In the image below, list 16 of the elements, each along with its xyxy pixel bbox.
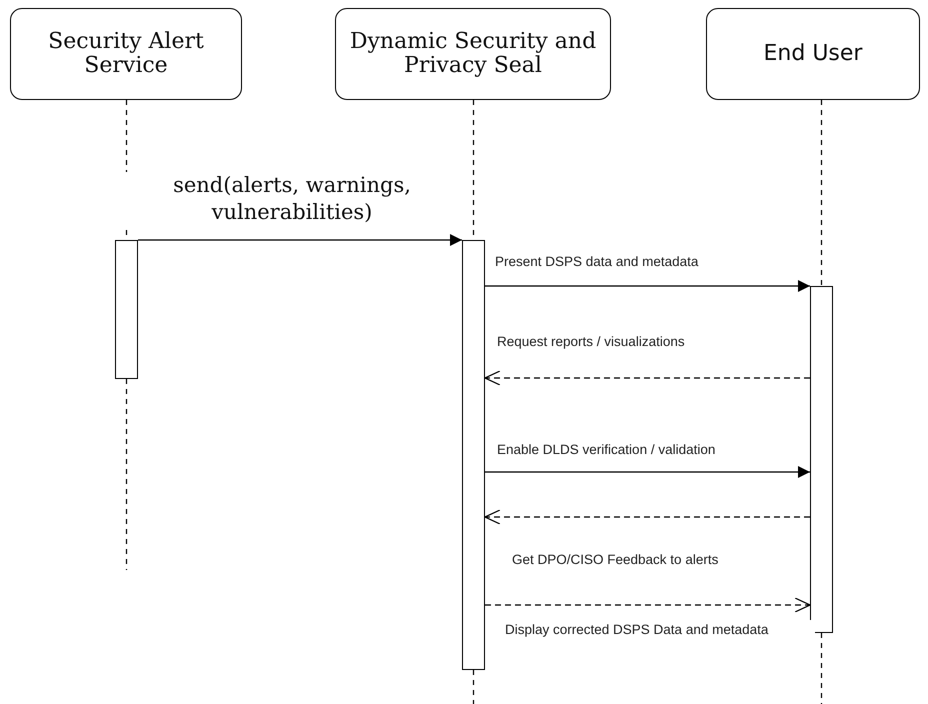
activation-bar: [810, 286, 833, 633]
return-message-arrow: [484, 370, 810, 386]
return-message-arrow: [484, 509, 810, 525]
return-message-arrow: [485, 597, 811, 613]
activation-bar: [115, 240, 138, 379]
participant-name: End User: [764, 42, 862, 66]
activation-bar: [462, 240, 485, 670]
participant-name: Dynamic Security and Privacy Seal: [348, 30, 598, 78]
message-arrow: [485, 466, 810, 478]
lifeline: [820, 100, 822, 286]
message-arrow: [138, 234, 462, 246]
participant-name: Security Alert Service: [47, 30, 205, 78]
message-arrow: [485, 280, 810, 292]
lifeline-header: [335, 8, 611, 100]
lifeline-header: [706, 8, 920, 100]
lifeline-header: [10, 8, 242, 100]
